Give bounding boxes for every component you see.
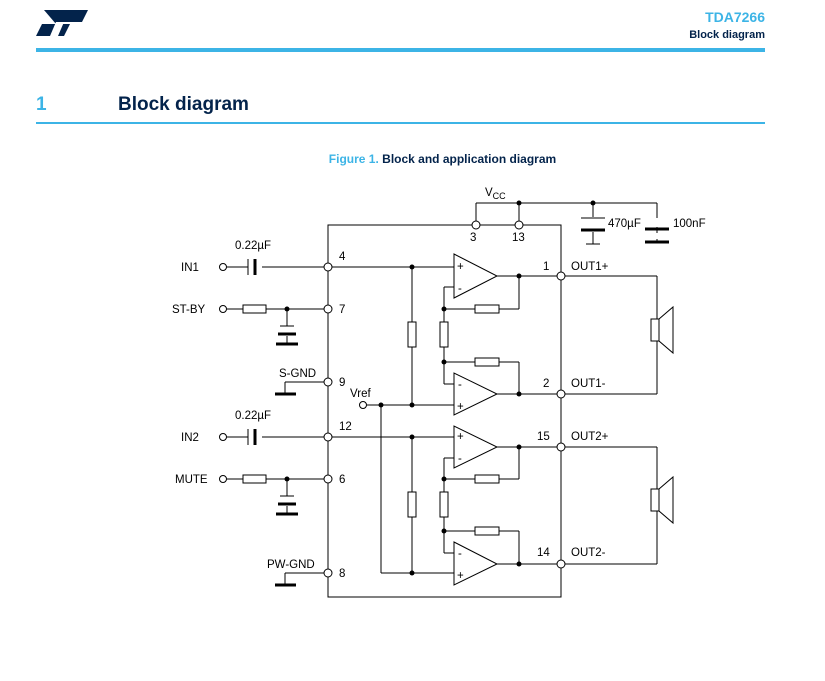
pin-13-label: 13 [512,232,525,244]
amp4-minus: - [458,548,462,560]
pin-7 [323,304,333,314]
stby-label: ST-BY [172,304,206,316]
pin-15-label: 15 [537,431,550,443]
header-rule [36,48,765,52]
st-logo [36,10,88,36]
pin-12-label: 12 [339,421,352,433]
pin-15 [556,442,566,452]
pin-2 [556,389,566,399]
ic-outline [327,224,562,598]
pin-6-label: 6 [339,474,345,486]
mute-label: MUTE [175,474,208,486]
pin-13 [514,220,524,230]
vref-terminal [359,401,367,409]
amp3-minus: - [458,453,462,465]
figure-caption-text: Block and application diagram [382,152,557,166]
mute-terminal [219,475,227,483]
pin-3-label: 3 [470,232,476,244]
out1p-label: OUT1+ [571,261,609,273]
pin-6 [323,474,333,484]
figure-label: Figure 1. [328,152,379,166]
pin-1 [556,271,566,281]
amp3-plus: + [457,431,464,443]
pin-14 [556,559,566,569]
pin-4-label: 4 [339,251,346,263]
header-section-name: Block diagram [689,29,765,41]
figure-caption: Figure 1. Block and application diagram [0,152,825,166]
pin-12 [323,432,333,442]
out2p-label: OUT2+ [571,431,609,443]
pin-2-label: 2 [543,378,549,390]
in2-label: IN2 [181,432,199,444]
in1-label: IN1 [181,262,199,274]
in1-terminal [219,263,227,271]
pin-9-label: 9 [339,377,345,389]
amp4-plus: + [457,570,464,582]
pin-14-label: 14 [537,547,550,559]
out1m-label: OUT1- [571,378,606,390]
amp2-plus: + [457,401,464,413]
amp2-minus: - [458,379,462,391]
cap-470uf-label: 470µF [608,218,641,230]
amp1-minus: - [458,283,462,295]
sgnd-label: S-GND [279,368,316,380]
pin-4 [323,262,333,272]
pwgnd-label: PW-GND [267,559,315,571]
cap-in1-label: 0.22µF [235,240,271,252]
part-number: TDA7266 [705,9,765,25]
cap-100nf-label: 100nF [673,218,706,230]
pin-9 [323,377,333,387]
section-title: Block diagram [118,94,249,115]
out2m-label: OUT2- [571,547,606,559]
amp1-plus: + [457,261,464,273]
vcc-label: VCC [485,187,506,201]
pin-7-label: 7 [339,304,345,316]
section-number: 1 [36,94,47,115]
pin-3 [471,220,481,230]
pin-1-label: 1 [543,261,549,273]
pin-8-label: 8 [339,568,345,580]
in2-terminal [219,433,227,441]
vref-label: Vref [350,388,371,400]
stby-terminal [219,305,227,313]
pin-8 [323,568,333,578]
section-rule [36,122,765,124]
cap-in2-label: 0.22µF [235,410,271,422]
